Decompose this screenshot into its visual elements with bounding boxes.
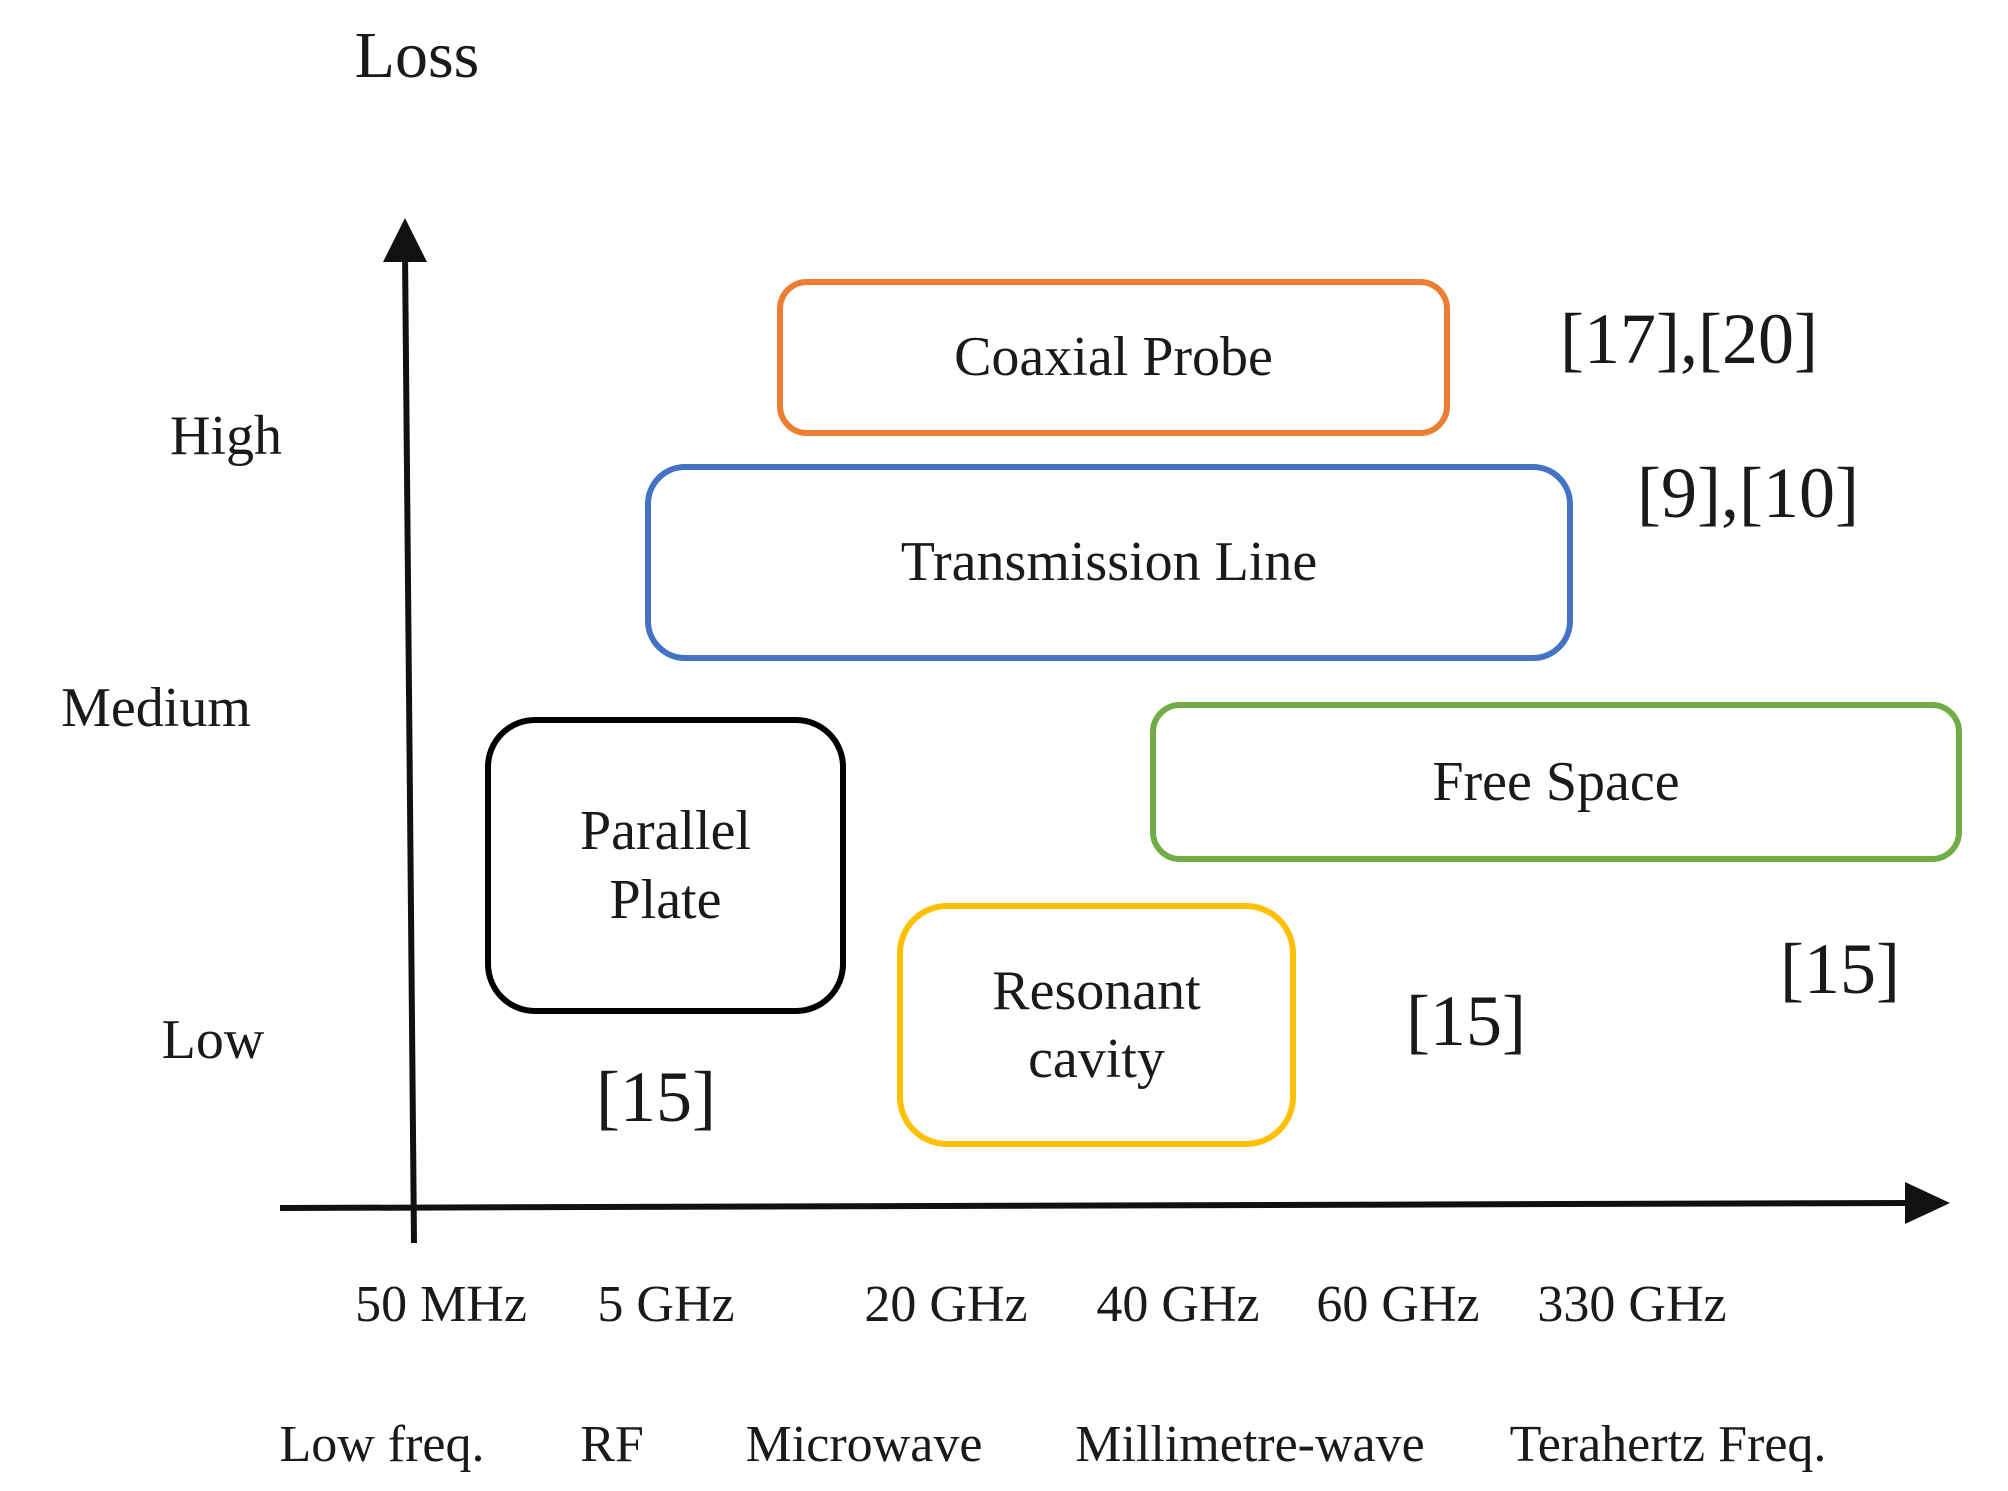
parallel-plate-label: Parallel Plate: [579, 800, 752, 931]
x-tick-330ghz: 330 GHz: [1537, 1276, 1727, 1333]
free-space-box: Free Space: [1150, 702, 1962, 862]
x-band-low-freq: Low freq.: [279, 1416, 485, 1473]
x-band-rf: RF: [580, 1416, 644, 1473]
y-axis-arrowhead: [383, 218, 427, 262]
resonant-cavity-box: Resonant cavity: [897, 903, 1296, 1147]
free-space-ref: [15]: [1780, 929, 1900, 1009]
parallel-plate-ref: [15]: [596, 1057, 716, 1137]
x-tick-5ghz: 5 GHz: [597, 1276, 735, 1333]
y-level-medium: Medium: [61, 677, 251, 739]
x-axis-line: [279, 1200, 1911, 1211]
resonant-cavity-label: Resonant cavity: [992, 959, 1201, 1090]
x-tick-50mhz: 50 MHz: [355, 1276, 527, 1333]
x-tick-40ghz: 40 GHz: [1096, 1276, 1260, 1333]
y-level-high: High: [170, 405, 282, 467]
y-level-low: Low: [161, 1009, 265, 1071]
parallel-plate-box: Parallel Plate: [485, 717, 846, 1014]
coaxial-probe-box: Coaxial Probe: [777, 279, 1450, 436]
transmission-line-ref: [9],[10]: [1637, 453, 1859, 533]
x-tick-20ghz: 20 GHz: [864, 1276, 1028, 1333]
x-axis-arrowhead: [1905, 1182, 1950, 1224]
x-band-terahertz: Terahertz Freq.: [1509, 1416, 1827, 1473]
x-band-microwave: Microwave: [745, 1416, 983, 1473]
coaxial-probe-ref: [17],[20]: [1560, 299, 1818, 379]
transmission-line-label: Transmission Line: [900, 531, 1318, 594]
transmission-line-box: Transmission Line: [645, 464, 1573, 661]
free-space-label: Free Space: [1432, 750, 1680, 813]
y-axis-title: Loss: [354, 19, 480, 92]
x-tick-60ghz: 60 GHz: [1316, 1276, 1480, 1333]
coaxial-probe-label: Coaxial Probe: [954, 326, 1273, 389]
x-band-millimetre-wave: Millimetre-wave: [1075, 1416, 1425, 1473]
y-axis-line: [402, 251, 417, 1244]
resonant-cavity-ref: [15]: [1406, 981, 1526, 1061]
